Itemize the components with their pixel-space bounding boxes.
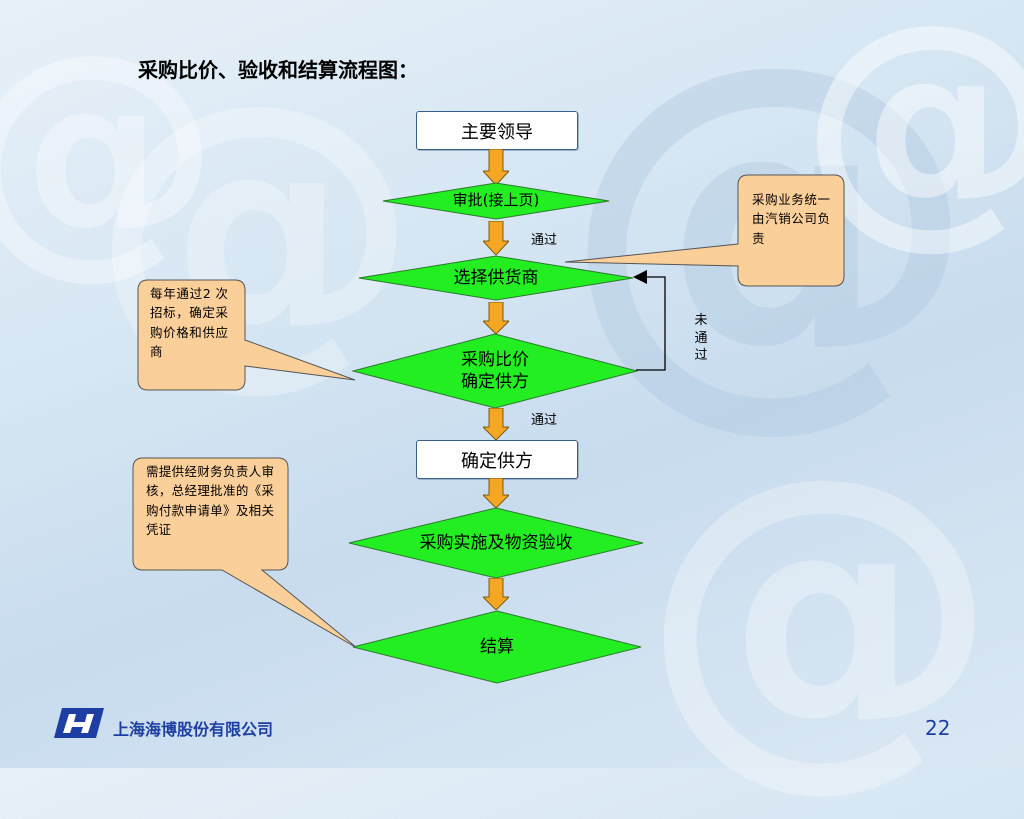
connectors xyxy=(633,270,666,371)
edge-label-fail: 未通过 xyxy=(694,313,708,364)
arrow-down-icon xyxy=(483,478,509,508)
page-number: 22 xyxy=(925,716,951,740)
node-implement: 采购实施及物资验收 xyxy=(348,507,644,579)
fail-loop-arrowhead xyxy=(633,270,647,284)
callout-yearly-text: 每年通过2 次招标，确定采购价格和供应商 xyxy=(150,286,228,360)
arrow-down-icon xyxy=(483,221,509,255)
node-approve: 审批(接上页) xyxy=(382,182,610,220)
node-settle-label: 结算 xyxy=(480,636,514,657)
arrow-down-icon xyxy=(483,408,509,440)
footer-company-name: 上海海博股份有限公司 xyxy=(113,720,274,739)
node-select-supplier-label: 选择供货商 xyxy=(453,267,539,288)
company-logo-icon xyxy=(54,708,104,738)
page-title: 采购比价、验收和结算流程图： xyxy=(138,58,418,82)
callout-yearly xyxy=(137,279,356,391)
node-leader: 主要领导 xyxy=(416,111,578,150)
arrow-down-icon xyxy=(483,149,509,185)
node-approve-label: 审批(接上页) xyxy=(452,191,540,210)
edge-label-pass: 通过 xyxy=(531,233,558,248)
arrow-down-icon xyxy=(483,302,509,334)
edge-label-pass: 通过 xyxy=(531,413,558,428)
node-compare: 采购比价 确定供方 xyxy=(352,333,638,409)
node-confirm: 确定供方 xyxy=(416,440,578,479)
callout-finance-text: 需提供经财务负责人审核，总经理批准的《采购付款申请单》及相关凭证 xyxy=(146,464,274,538)
node-compare-label: 采购比价 确定供方 xyxy=(461,349,529,392)
callout-finance xyxy=(132,457,358,649)
slide: @ @ @ @ @ 采购比价、验收和结算流程图： 采购业务统一由汽销公司负责 每… xyxy=(54,9,980,740)
arrow-down-icon xyxy=(483,578,509,610)
node-settle: 结算 xyxy=(352,610,642,684)
node-select-supplier: 选择供货商 xyxy=(358,255,634,301)
callout-unified xyxy=(564,174,845,287)
fail-loop-line xyxy=(636,276,666,371)
callout-unified-text: 采购业务统一由汽销公司负责 xyxy=(752,192,830,246)
node-implement-label: 采购实施及物资验收 xyxy=(419,532,573,553)
